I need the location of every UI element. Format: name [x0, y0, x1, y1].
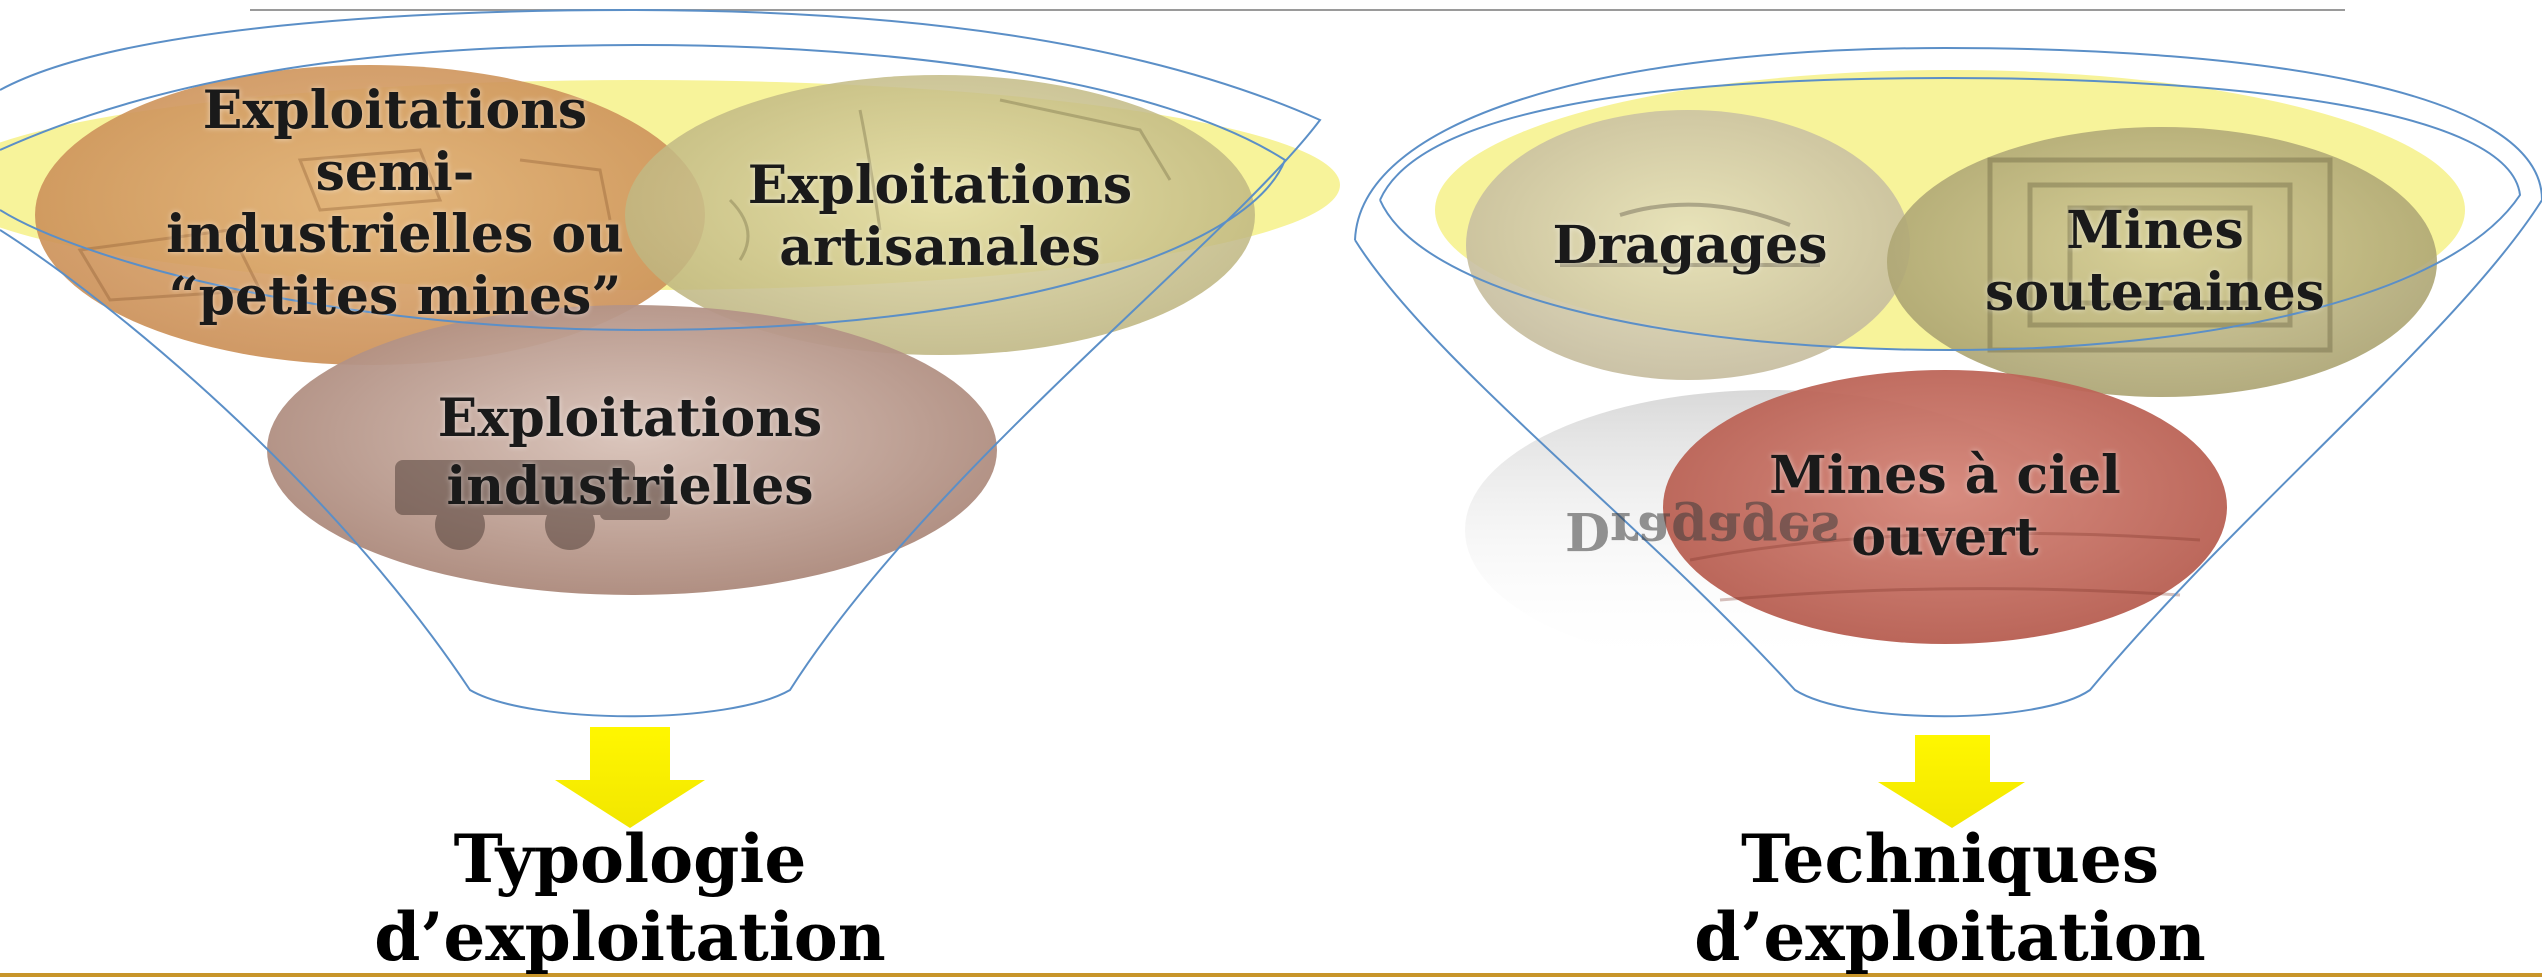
- oval-dredging: [1466, 110, 1910, 380]
- dredge-silhouette: [1560, 202, 1820, 267]
- oval-label-line: souteraines: [1985, 262, 2325, 323]
- left-funnel-outline: [0, 8, 1322, 718]
- oval-label-open-pit: Mines à ciel ouvert: [1745, 445, 2145, 569]
- oval-artisanal-texture: [728, 98, 1172, 261]
- oval-label-line: Exploitations: [437, 388, 823, 449]
- right-funnel: [1354, 46, 2542, 828]
- oval-label-line: industrielles: [446, 456, 814, 517]
- right-funnel-outline: [1354, 46, 2542, 718]
- title-line: Techniques: [1740, 820, 2160, 898]
- oval-label-line: Dragages: [1552, 215, 1828, 276]
- oval-label-dredging: Dragages: [1490, 215, 1890, 277]
- tunnel-frames: [1987, 157, 2333, 353]
- open-pit-texture: [1689, 531, 2201, 602]
- left-funnel: [0, 8, 1340, 828]
- oval-label-line: artisanales: [779, 217, 1101, 278]
- oval-label-line: “petites mines”: [168, 266, 622, 327]
- oval-label-line: Mines: [2066, 200, 2244, 261]
- oval-artisanal: [625, 75, 1255, 355]
- oval-label-line: Exploitations: [747, 155, 1133, 216]
- oval-industrial: [267, 305, 997, 595]
- title-line: Typologie: [453, 820, 807, 898]
- oval-label-artisanal: Exploitations artisanales: [640, 155, 1240, 279]
- oval-label-semi-industrial: Exploitations semi- industrielles ou “pe…: [95, 80, 695, 328]
- title-line: d’exploitation: [1694, 898, 2206, 976]
- oval-label-line: Mines à ciel: [1769, 445, 2121, 506]
- oval-label-line: ouvert: [1851, 507, 2039, 568]
- left-down-arrow: [555, 727, 705, 828]
- truck-silhouette: [395, 460, 670, 550]
- oval-underground: [1887, 127, 2437, 397]
- oval-label-line: semi-: [315, 142, 475, 203]
- oval-open-pit: [1663, 370, 2227, 644]
- oval-label-line: industrielles ou: [166, 204, 624, 265]
- left-funnel-rim: [0, 43, 1287, 332]
- oval-semi-texture: [77, 148, 612, 302]
- oval-label-underground: Mines souteraines: [1955, 200, 2355, 324]
- right-funnel-title: Techniques d’exploitation: [1650, 820, 2250, 976]
- left-funnel-title: Typologie d’exploitation: [330, 820, 930, 976]
- oval-semi-industrial: [35, 65, 705, 365]
- oval-label-line: Exploitations: [202, 80, 588, 141]
- oval-label-industrial: Exploitations industrielles: [330, 385, 930, 521]
- right-down-arrow: [1878, 735, 2025, 828]
- right-funnel-rim: [1379, 76, 2522, 352]
- title-line: d’exploitation: [374, 898, 886, 976]
